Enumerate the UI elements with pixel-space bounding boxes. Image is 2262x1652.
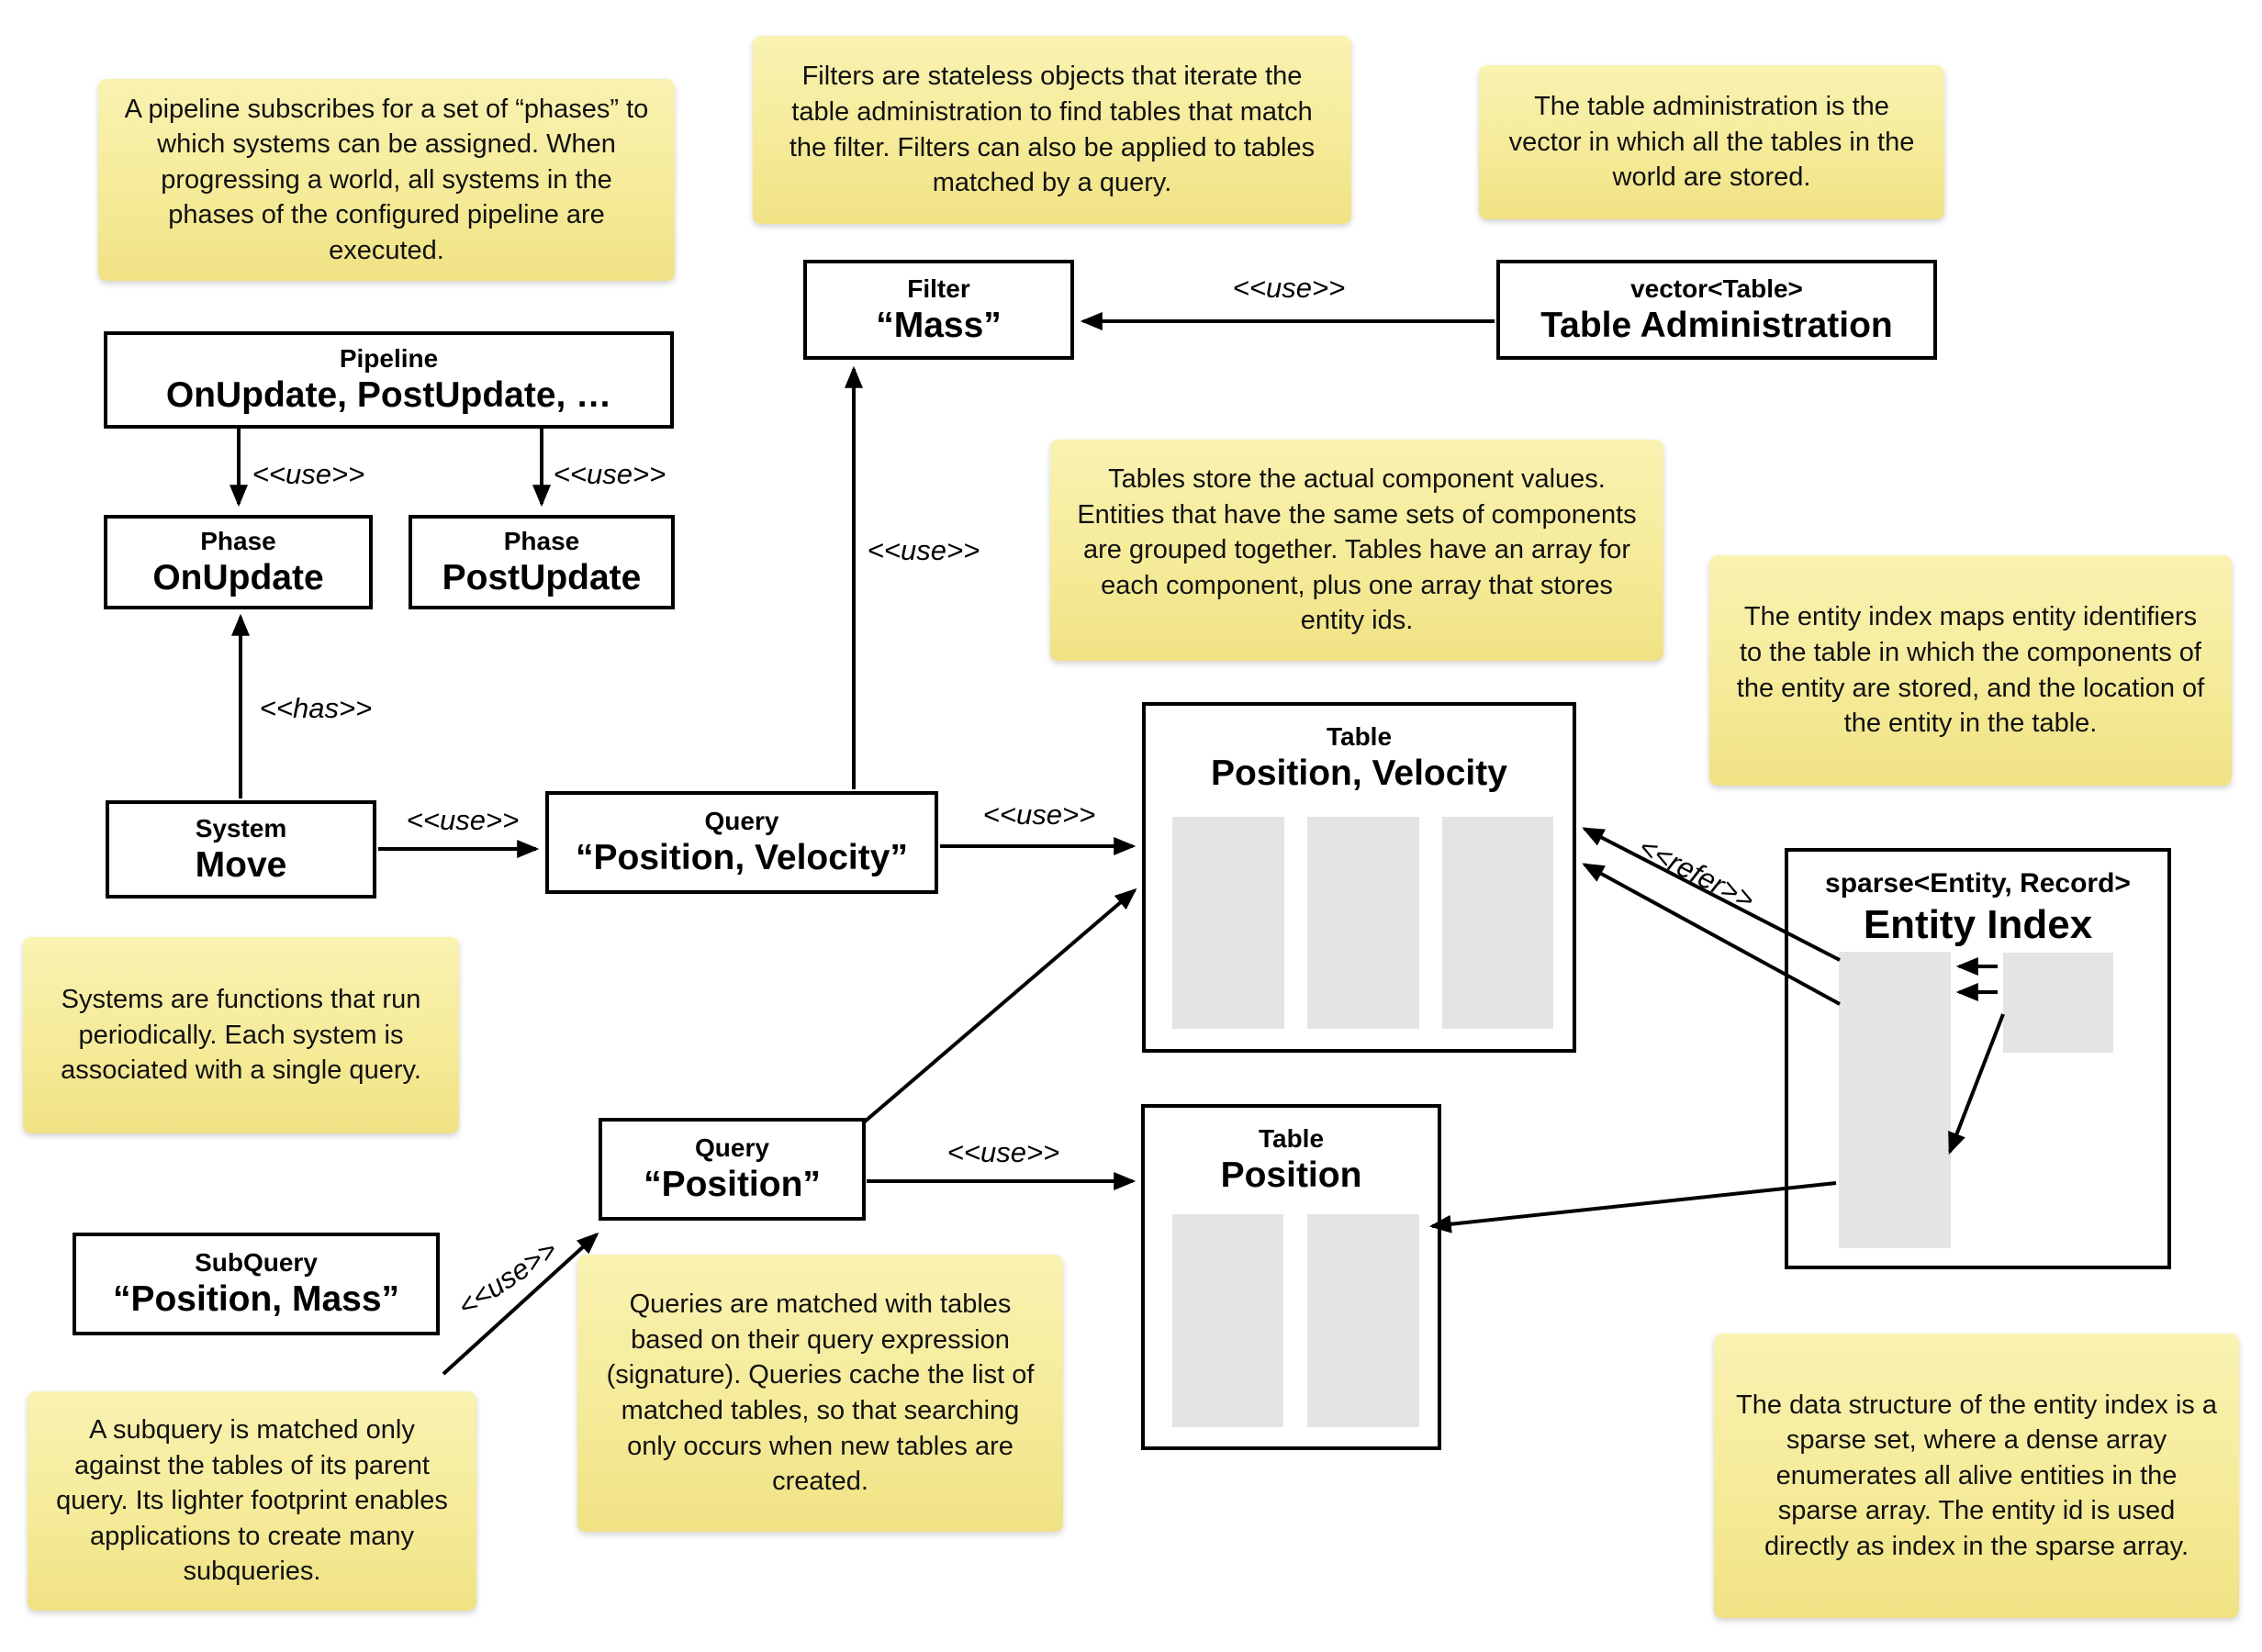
node-query-position: Query “Position”: [599, 1118, 866, 1221]
node-table-position-velocity-stereotype: Table: [1326, 722, 1393, 751]
node-pipeline: Pipeline OnUpdate, PostUpdate, …: [104, 331, 674, 429]
edge-label-use-query-tablepv: <<use>>: [982, 798, 1096, 831]
note-entity-index: The entity index maps entity identifiers…: [1709, 555, 2232, 786]
node-table-administration-stereotype: vector<Table>: [1630, 273, 1803, 303]
node-system-move-name: Move: [195, 844, 287, 885]
edge-label-use-pipeline-postupdate: <<use>>: [553, 458, 666, 490]
node-pipeline-stereotype: Pipeline: [339, 344, 439, 374]
node-query-position-stereotype: Query: [695, 1133, 769, 1163]
node-table-administration: vector<Table> Table Administration: [1496, 260, 1937, 360]
node-filter-mass: Filter “Mass”: [803, 260, 1074, 360]
node-system-move-stereotype: System: [195, 813, 287, 843]
edge-label-use-system-query: <<use>>: [406, 804, 520, 836]
node-phase-onupdate-stereotype: Phase: [200, 526, 276, 555]
edge-label-use-subquery-query: <<use>>: [452, 1233, 564, 1323]
note-tables: Tables store the actual component values…: [1050, 440, 1663, 661]
node-entity-index-stereotype: sparse<Entity, Record>: [1825, 868, 2131, 899]
component-array: [1307, 817, 1419, 1029]
connector-querypos-tablepv: [863, 887, 1137, 1123]
note-sparse-set: The data structure of the entity index i…: [1714, 1334, 2239, 1618]
node-filter-mass-name: “Mass”: [876, 305, 1002, 345]
node-pipeline-name: OnUpdate, PostUpdate, …: [165, 375, 612, 416]
node-phase-postupdate-name: PostUpdate: [442, 557, 642, 597]
node-subquery-stereotype: SubQuery: [195, 1248, 318, 1278]
dense-array: [2003, 953, 2113, 1053]
node-phase-onupdate-name: OnUpdate: [152, 557, 324, 597]
note-queries: Queries are matched with tables based on…: [577, 1255, 1063, 1532]
node-table-position-stereotype: Table: [1258, 1124, 1325, 1153]
node-filter-mass-stereotype: Filter: [907, 273, 970, 303]
edge-label-use-admin-filter: <<use>>: [1232, 272, 1346, 304]
node-query-position-velocity-name: “Position, Velocity”: [576, 838, 908, 878]
edge-label-use-query-tablepos: <<use>>: [946, 1136, 1060, 1168]
note-table-administration: The table administration is the vector i…: [1479, 65, 1944, 219]
component-array: [1172, 1214, 1283, 1427]
node-entity-index-name: Entity Index: [1863, 901, 2093, 947]
node-table-position-velocity: Table Position, Velocity: [1142, 702, 1576, 1053]
edge-label-use-pipeline-onupdate: <<use>>: [252, 458, 365, 490]
node-table-administration-name: Table Administration: [1540, 305, 1893, 345]
node-table-position-name: Position: [1220, 1155, 1362, 1195]
note-pipeline: A pipeline subscribes for a set of “phas…: [98, 79, 675, 281]
edge-label-use-query-filter: <<use>>: [867, 534, 980, 566]
node-query-position-velocity-stereotype: Query: [704, 807, 779, 836]
node-phase-onupdate: Phase OnUpdate: [104, 515, 373, 609]
sparse-array: [1839, 952, 1951, 1248]
node-phase-postupdate: Phase PostUpdate: [409, 515, 675, 609]
component-array: [1442, 817, 1553, 1029]
node-subquery: SubQuery “Position, Mass”: [73, 1233, 440, 1335]
node-phase-postupdate-stereotype: Phase: [503, 526, 580, 555]
node-system-move: System Move: [106, 800, 376, 899]
connector-entityindex-tablepos: [1428, 1181, 1837, 1233]
node-entity-index: sparse<Entity, Record> Entity Index: [1785, 848, 2171, 1269]
node-query-position-name: “Position”: [644, 1165, 821, 1205]
note-filters: Filters are stateless objects that itera…: [753, 36, 1351, 224]
note-systems: Systems are functions that run periodica…: [23, 937, 459, 1133]
note-subquery: A subquery is matched only against the t…: [28, 1391, 476, 1611]
node-subquery-name: “Position, Mass”: [112, 1279, 400, 1320]
component-array: [1172, 817, 1284, 1029]
node-table-position: Table Position: [1141, 1104, 1441, 1450]
node-query-position-velocity: Query “Position, Velocity”: [545, 791, 938, 894]
edge-label-has-system-phase: <<has>>: [259, 692, 373, 724]
node-table-position-velocity-name: Position, Velocity: [1211, 753, 1507, 793]
edge-label-refer-entityindex-table: <<refer>>: [1633, 831, 1760, 917]
component-array: [1307, 1214, 1419, 1427]
